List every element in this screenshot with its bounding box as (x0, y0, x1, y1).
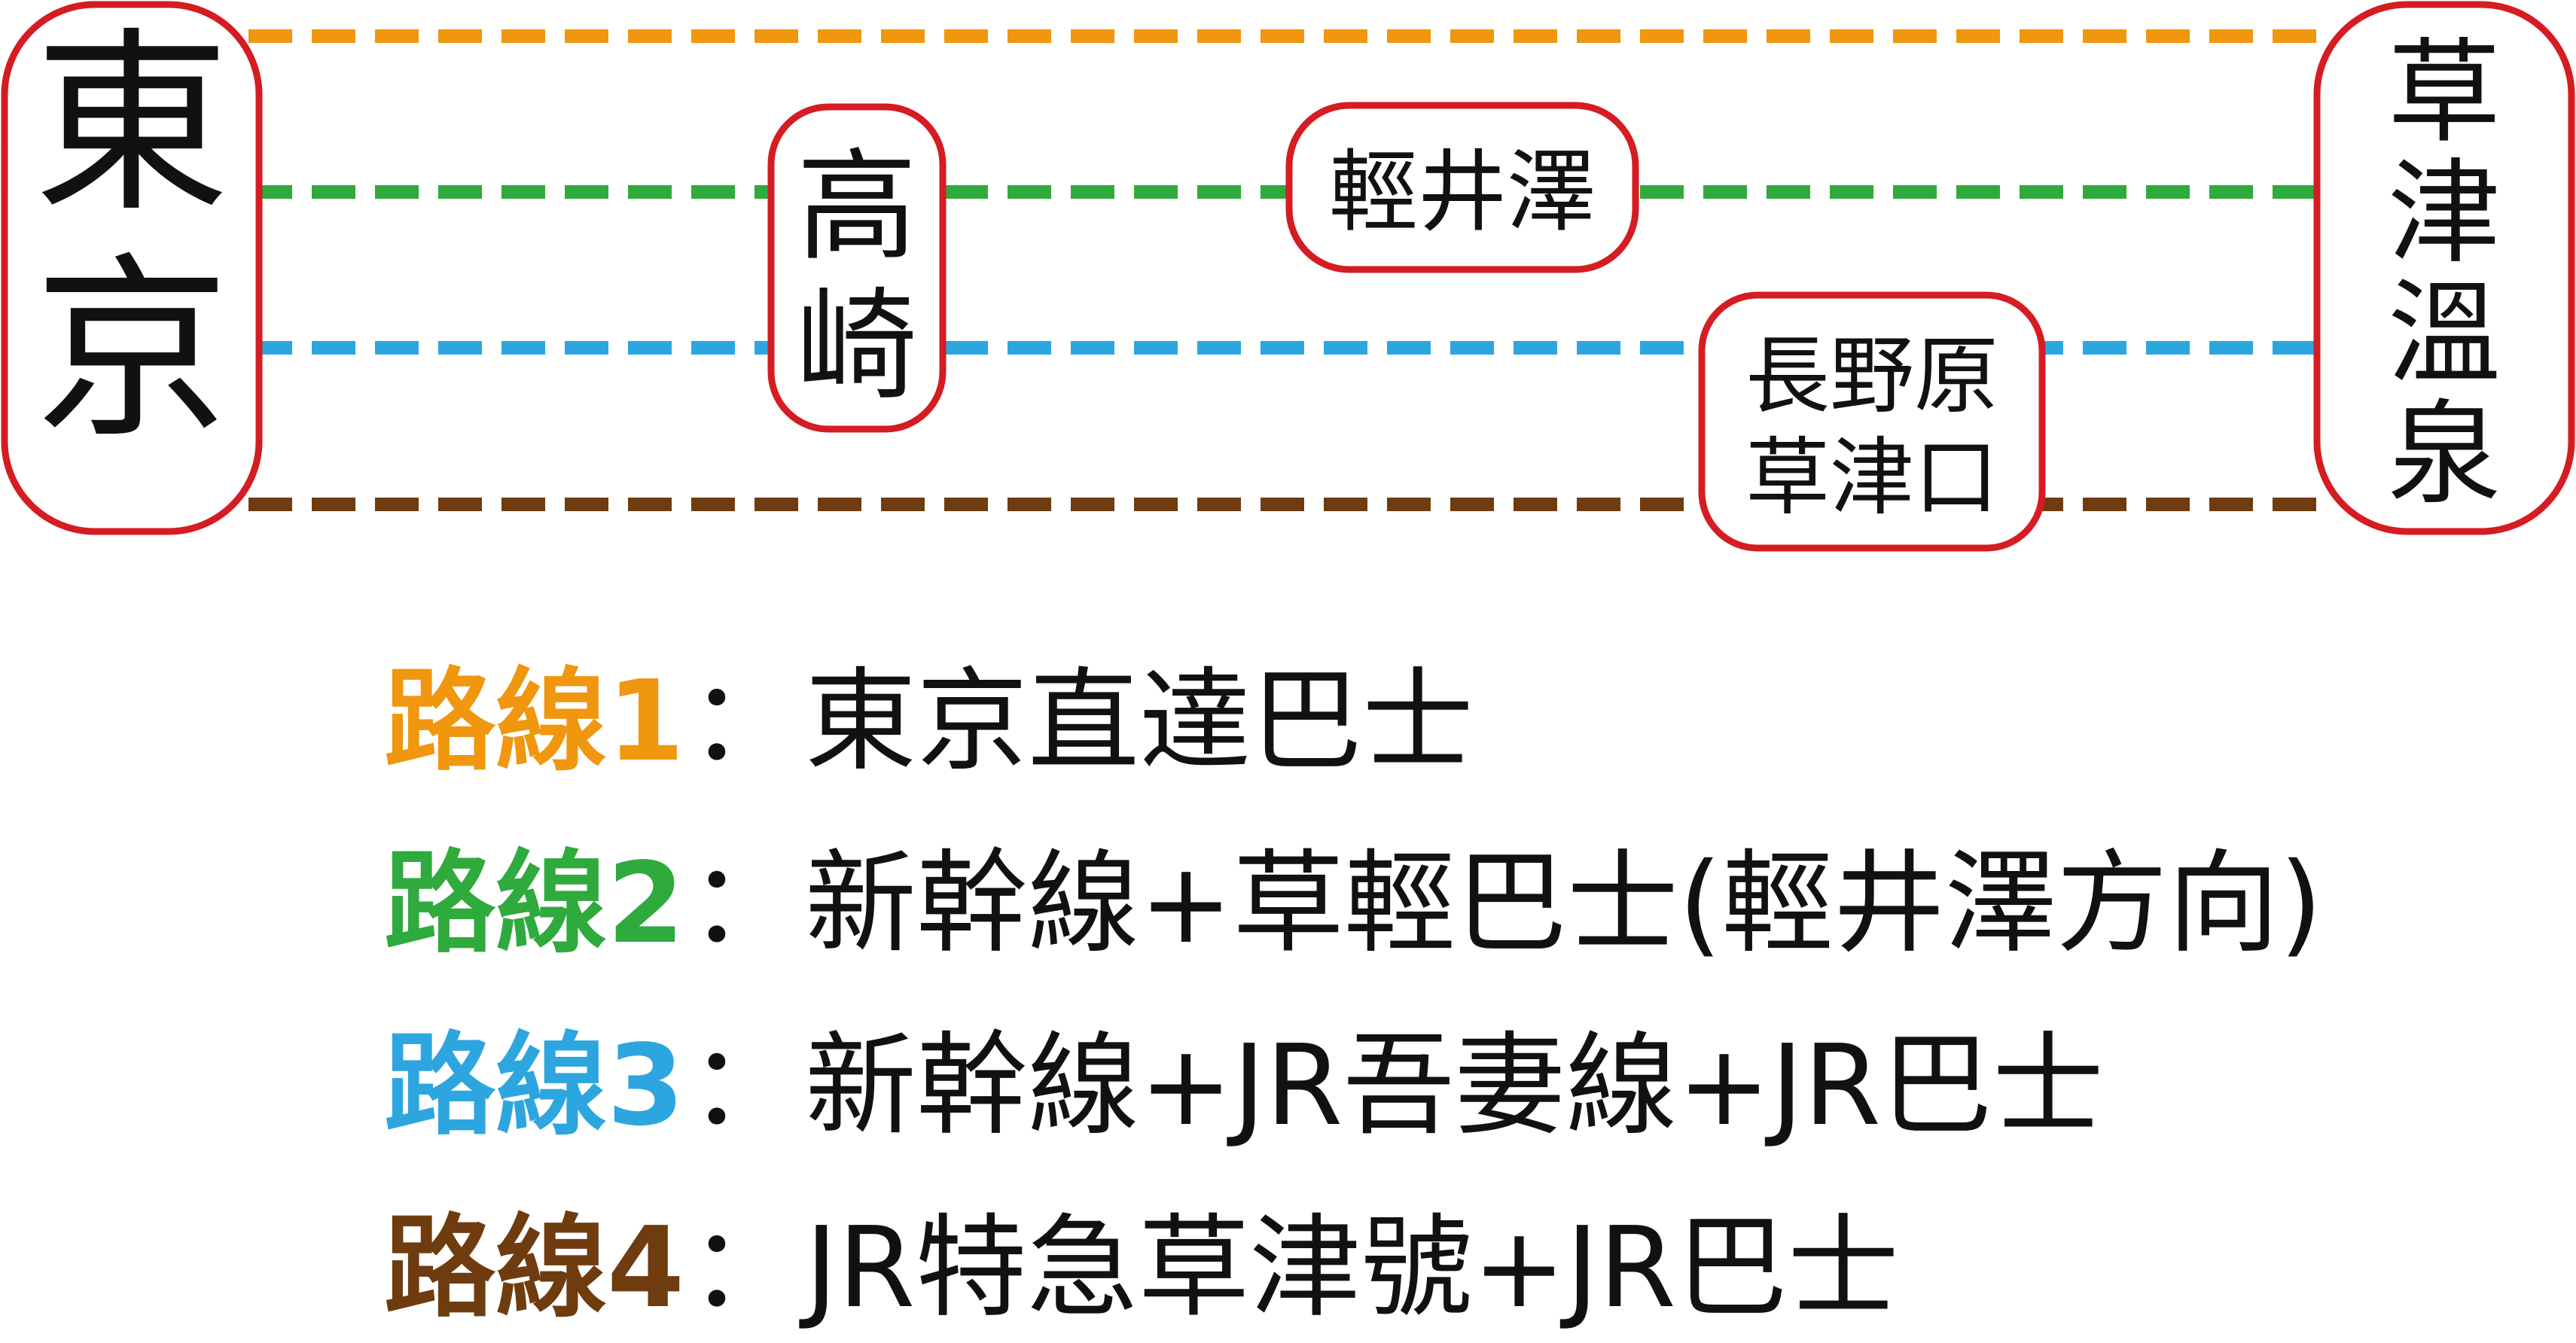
legend-route-4-description: JR特急草津號+JR巴士 (804, 1203, 1899, 1332)
station-karuizawa-label: 輕井澤 (1329, 140, 1596, 244)
station-tokyo: 東京 (1, 1, 263, 535)
station-kusatsu: 草津溫泉 (2313, 1, 2575, 535)
legend-separator: ： (688, 1203, 800, 1332)
legend-row-route-1: 路線1：東京直達巴士 (384, 646, 1474, 796)
legend-separator: ： (688, 1021, 800, 1150)
legend-route-3-label: 路線3 (384, 1021, 684, 1150)
station-takasaki-label: 高崎 (797, 136, 917, 416)
legend-route-1-description: 東京直達巴士 (804, 656, 1474, 786)
station-naganohara-label: 長野原草津口 (1745, 327, 1998, 527)
legend-row-route-3: 路線3：新幹線+JR吾妻線+JR巴士 (384, 1010, 2104, 1161)
legend-route-4-label: 路線4 (384, 1203, 684, 1332)
legend-route-1-label: 路線1 (384, 656, 684, 786)
legend-row-route-4: 路線4：JR特急草津號+JR巴士 (384, 1192, 1899, 1343)
legend-route-3-description: 新幹線+JR吾妻線+JR巴士 (804, 1021, 2104, 1150)
legend-route-2-label: 路線2 (384, 839, 684, 968)
legend-route-2-description: 新幹線+草輕巴士(輕井澤方向) (804, 839, 2323, 968)
station-takasaki: 高崎 (767, 103, 947, 433)
legend-row-route-2: 路線2：新幹線+草輕巴士(輕井澤方向) (384, 828, 2322, 979)
station-tokyo-label: 東京 (34, 11, 230, 464)
legend-separator: ： (688, 839, 800, 968)
legend-separator: ： (688, 656, 800, 786)
route-diagram: 東京 高崎 輕井澤 長野原草津口 草津溫泉 (1, 1, 2575, 552)
station-naganohara: 長野原草津口 (1698, 291, 2046, 552)
station-kusatsu-label: 草津溫泉 (2388, 28, 2501, 520)
station-karuizawa: 輕井澤 (1285, 102, 1639, 273)
